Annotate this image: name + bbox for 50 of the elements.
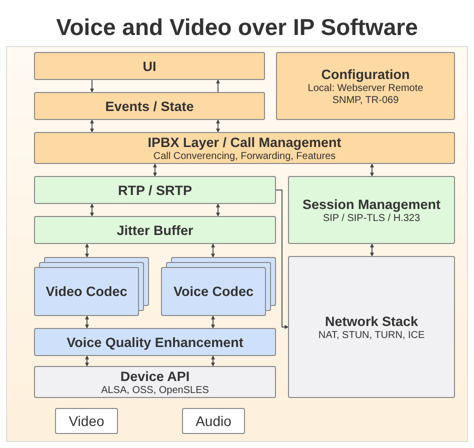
box-title: Video: [68, 412, 104, 430]
connector-arrow: [370, 163, 374, 177]
connector-arrow: [90, 203, 94, 217]
connector-arrow: [90, 80, 94, 93]
connector-arrow: [85, 355, 89, 367]
connector-arrow: [85, 243, 89, 258]
connector-arrow: [85, 315, 89, 329]
layer-box: [288, 256, 455, 398]
connector-arrow: [90, 119, 94, 133]
connector-arrow: [370, 243, 374, 257]
box-title: Network Stack: [324, 312, 418, 330]
box-title: Jitter Buffer: [116, 222, 194, 238]
box-title: Voice Codec: [173, 283, 254, 300]
output-box: [182, 408, 245, 434]
box-subtitle: NAT, STUN, TURN, ICE: [317, 330, 426, 342]
box-subtitle: ALSA, OSS, OpenSLES: [100, 384, 210, 396]
box-subtitle: SIP / SIP-TLS / H.323: [322, 212, 422, 224]
connector-arrow: [276, 190, 289, 329]
connector-arrow: [211, 355, 215, 367]
diagram-title: Voice and Video over IP Software: [55, 13, 419, 42]
connector-arrow: [211, 315, 215, 329]
connector-arrow: [216, 79, 220, 92]
layer-box: [34, 176, 276, 204]
layer-box: [34, 92, 265, 120]
box-title: Events / State: [105, 98, 194, 114]
codec-box: [161, 267, 266, 316]
box-title: Session Management: [302, 196, 441, 212]
connector-arrow: [216, 203, 220, 217]
box-title: RTP / SRTP: [118, 182, 192, 198]
connector-arrow: [153, 163, 157, 177]
box-subtitle: Local: Webserver Remote SNMP, TR-069: [306, 82, 424, 106]
box-title: IPBX Layer / Call Management: [148, 134, 342, 150]
connector-arrow: [211, 243, 215, 258]
box-title: Configuration: [321, 66, 410, 82]
box-title: Device API: [120, 368, 190, 384]
layer-box: [34, 366, 276, 398]
box-title: Audio: [196, 412, 232, 430]
layer-box: [34, 132, 455, 164]
codec-box: [34, 267, 139, 316]
box-subtitle: Call Converencing, Forwarding, Features: [152, 150, 337, 162]
box-title: Video Codec: [46, 283, 128, 300]
config-box: [276, 52, 455, 120]
box-title: Voice Quality Enhancement: [66, 334, 244, 350]
layer-box: [34, 52, 265, 80]
connector-arrow: [216, 119, 220, 133]
box-title: UI: [142, 58, 156, 74]
layer-box: [288, 176, 455, 244]
output-box: [55, 408, 118, 434]
layer-box: [34, 216, 276, 244]
layer-box: [34, 328, 276, 356]
